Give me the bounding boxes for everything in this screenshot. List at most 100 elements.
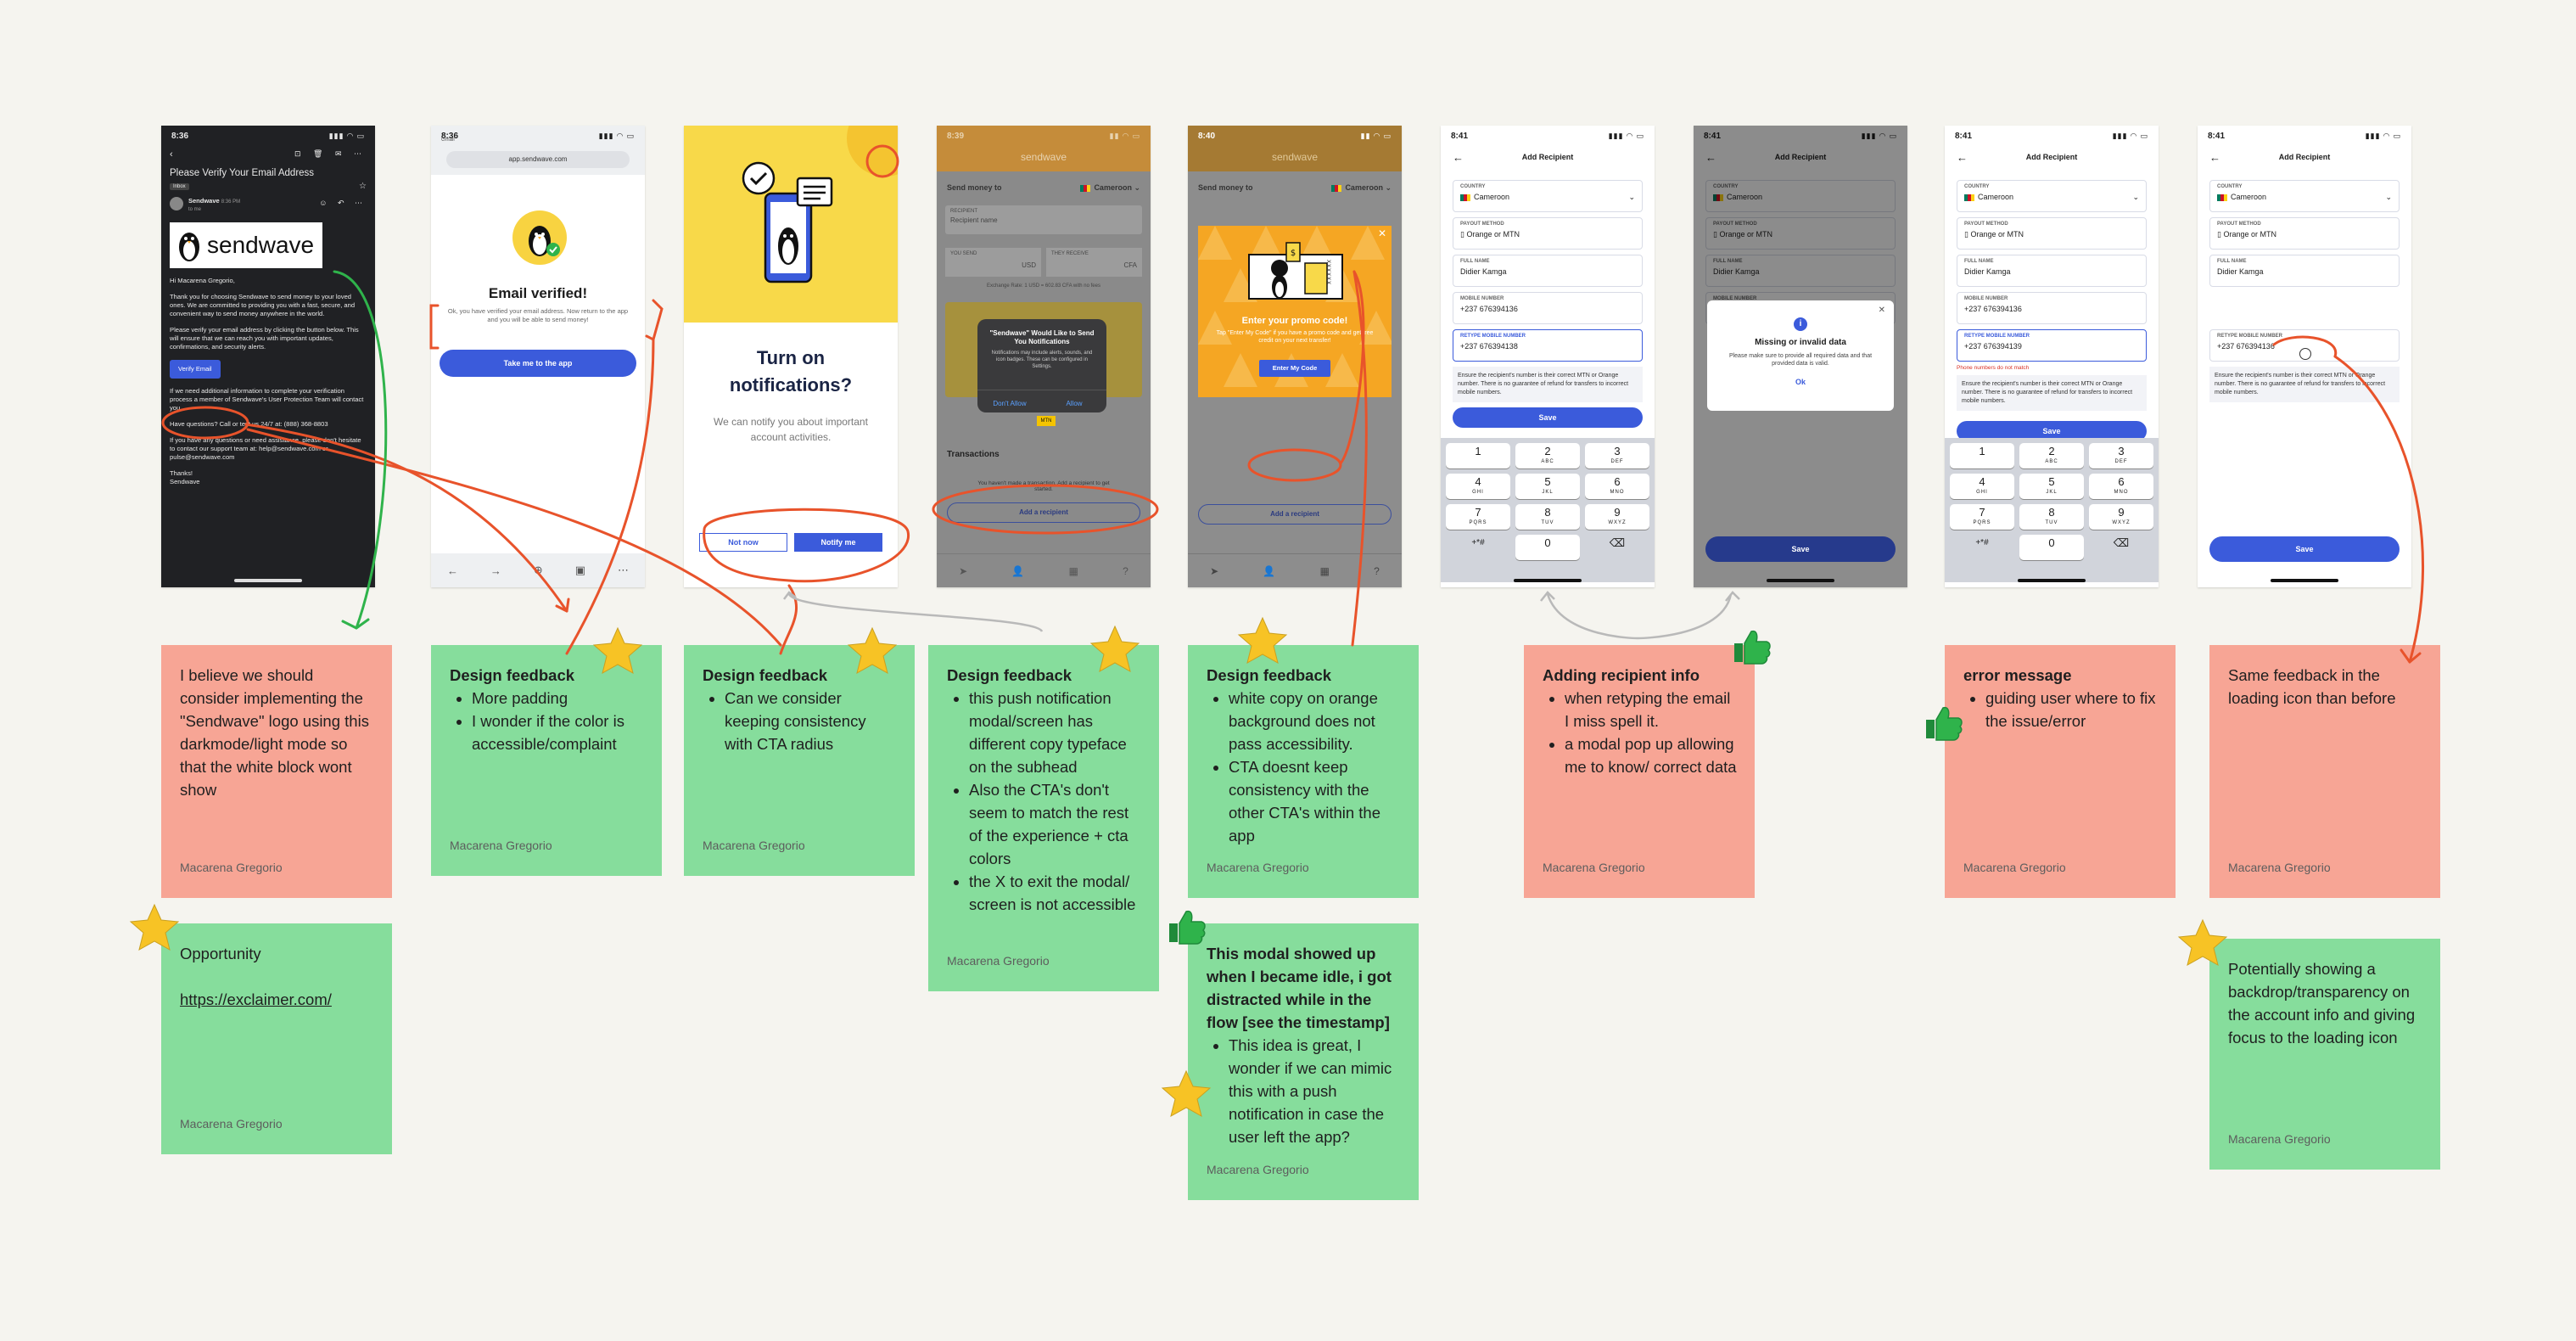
country-select[interactable]: Cameroon ⌄ (1331, 183, 1392, 193)
signal-icons: ▮▮▮ ◠ ▭ (328, 131, 365, 140)
payout-field[interactable]: PAYOUT METHOD▯ Orange or MTN (1453, 217, 1643, 250)
sticky-note[interactable]: I believe we should consider implementin… (161, 645, 392, 898)
plus-icon[interactable]: ⊕ (533, 564, 543, 576)
mobile-field[interactable]: MOBILE NUMBER+237 676394136 (1957, 292, 2147, 324)
exclaimer-link[interactable]: https://exclaimer.com/ (180, 990, 332, 1008)
back-arrow-icon[interactable]: ← (446, 564, 458, 577)
retype-mobile-field[interactable]: RETYPE MOBILE NUMBER+237 676394138 (1453, 329, 1643, 362)
sticky-note[interactable]: This modal showed up when I became idle,… (1188, 923, 1419, 1200)
back-to-gmail[interactable]: Gmail (441, 137, 455, 143)
help-tab-icon[interactable]: ? (1374, 564, 1380, 577)
star-outline-icon[interactable]: ☆ (359, 182, 367, 191)
back-arrow-icon[interactable]: ← (2209, 151, 2220, 164)
country-select[interactable]: Cameroon ⌄ (1080, 183, 1140, 193)
backspace-icon[interactable]: ⌫ (2113, 536, 2130, 549)
account-tab-icon[interactable]: 👤 (1263, 564, 1276, 577)
tab-bar: ➤ 👤 ▦? (1188, 553, 1402, 587)
sticky-note[interactable]: Design feedback white copy on orange bac… (1188, 645, 1419, 898)
payout-field[interactable]: PAYOUT METHOD▯ Orange or MTN (2209, 217, 2400, 250)
close-icon[interactable]: ✕ (1878, 306, 1885, 315)
save-button[interactable]: Save (2209, 536, 2400, 562)
back-arrow-icon[interactable]: ‹ (170, 149, 173, 160)
save-button[interactable]: Save (1705, 536, 1896, 562)
recipient-field[interactable]: RECIPIENT Recipient name (945, 205, 1142, 234)
email-actions[interactable]: ☺ ↶ ⋯ (319, 199, 367, 207)
key-zero[interactable]: 0 (2019, 535, 2084, 560)
add-recipient-button[interactable]: Add a recipient (947, 502, 1140, 523)
back-arrow-icon[interactable]: ← (1453, 151, 1464, 164)
url-bar[interactable]: app.sendwave.com (446, 151, 630, 168)
connector-arc (787, 593, 1044, 632)
modal-ok-button[interactable]: Ok (1795, 378, 1806, 386)
add-recipient-button[interactable]: Add a recipient (1198, 504, 1392, 525)
forward-arrow-icon[interactable]: → (490, 564, 501, 577)
sticky-note[interactable]: Same feedback in the loading icon than b… (2209, 645, 2440, 898)
status-bar: 8:41▮▮▮ ◠ ▭ (1704, 131, 1897, 141)
backspace-icon[interactable]: ⌫ (1609, 536, 1626, 549)
payout-field[interactable]: PAYOUT METHOD▯ Orange or MTN (1705, 217, 1896, 250)
send-tab-icon[interactable]: ➤ (959, 564, 968, 577)
retype-mobile-field[interactable]: RETYPE MOBILE NUMBER+237 676394139 (1957, 329, 2147, 362)
loading-spinner-icon (2299, 348, 2311, 360)
back-arrow-icon[interactable]: ← (1957, 151, 1968, 164)
allow-button[interactable]: Allow (1066, 400, 1083, 407)
gift-tab-icon[interactable]: ▦ (1068, 564, 1078, 577)
sticky-note[interactable]: Design feedback More paddingI wonder if … (431, 645, 662, 876)
mobile-field[interactable]: MOBILE NUMBER+237 676394136 (1453, 292, 1643, 324)
key[interactable]: 1 (1446, 443, 1510, 469)
sticky-note[interactable]: Adding recipient info when retyping the … (1524, 645, 1755, 898)
notify-me-button[interactable]: Notify me (794, 533, 882, 552)
dont-allow-button[interactable]: Don't Allow (993, 400, 1027, 407)
tabs-icon[interactable]: ▣ (574, 564, 586, 576)
not-now-button[interactable]: Not now (699, 533, 787, 552)
payout-field[interactable]: PAYOUT METHOD▯ Orange or MTN (1957, 217, 2147, 250)
sticky-note[interactable]: Opportunity https://exclaimer.com/ Macar… (161, 923, 392, 1154)
save-button[interactable]: Save (1453, 407, 1643, 428)
gift-tab-icon[interactable]: ▦ (1319, 564, 1330, 577)
sticky-note[interactable]: Design feedback this push notification m… (928, 645, 1159, 991)
take-me-to-app-button[interactable]: Take me to the app (440, 350, 636, 377)
back-arrow-icon[interactable]: ← (1705, 151, 1716, 164)
key[interactable]: 1 (1950, 443, 2014, 469)
sticky-note[interactable]: Potentially showing a backdrop/transpare… (2209, 939, 2440, 1170)
sticky-note[interactable]: error message guiding user where to fix … (1945, 645, 2176, 898)
help-tab-icon[interactable]: ? (1123, 564, 1128, 577)
close-icon[interactable]: ✕ (1377, 227, 1386, 239)
key-zero[interactable]: 0 (1515, 535, 1580, 560)
verify-email-button[interactable]: Verify Email (170, 360, 221, 379)
enter-my-code-button[interactable]: Enter My Code (1259, 360, 1330, 377)
sticky-note[interactable]: Design feedback Can we consider keeping … (684, 645, 915, 876)
special-key[interactable]: +*# (1975, 538, 1989, 547)
special-key[interactable]: +*# (1471, 538, 1485, 547)
more-icon[interactable]: ⋯ (617, 564, 629, 576)
account-tab-icon[interactable]: 👤 (1011, 564, 1025, 577)
send-tab-icon[interactable]: ➤ (1210, 564, 1219, 577)
